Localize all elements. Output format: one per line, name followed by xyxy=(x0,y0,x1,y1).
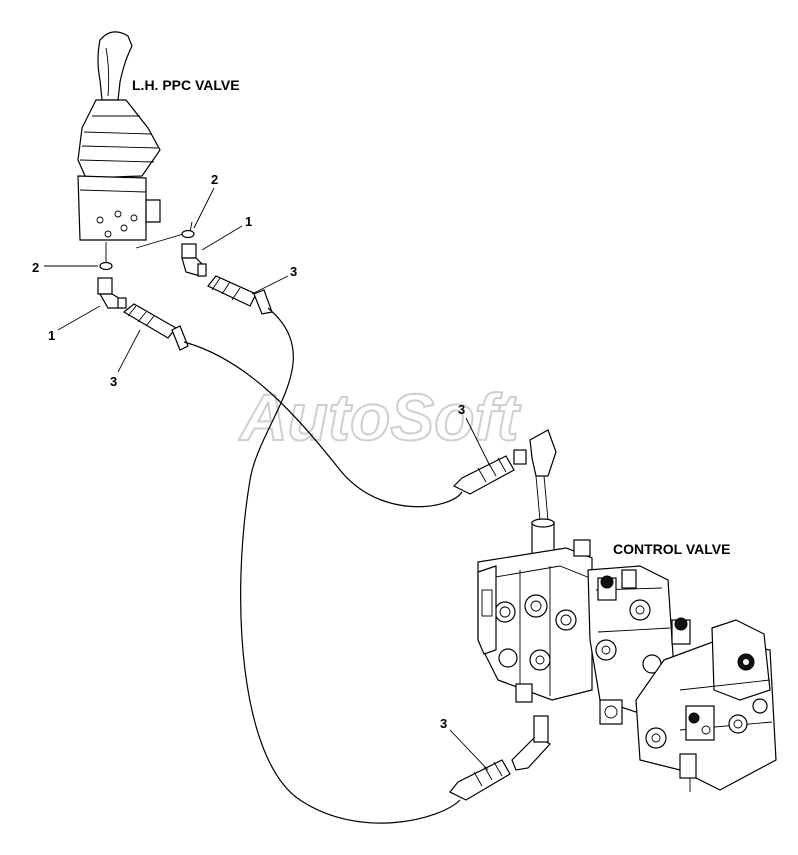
callout-3-upper: 3 xyxy=(251,264,297,295)
svg-text:2: 2 xyxy=(211,172,218,187)
svg-text:3: 3 xyxy=(290,264,297,279)
hose-a xyxy=(183,341,463,508)
o-ring-left xyxy=(99,261,113,271)
elbow-fitting-right xyxy=(181,243,207,277)
hose-fitting-right xyxy=(207,275,273,315)
hose-fitting-left xyxy=(122,303,189,351)
callout-2-left: 2 xyxy=(32,260,98,275)
watermark-text: AutoSoft xyxy=(238,380,522,454)
svg-text:1: 1 xyxy=(48,328,55,343)
hose-b xyxy=(240,307,461,824)
callout-3-middle: 3 xyxy=(458,402,491,467)
ppc-valve-label: L.H. PPC VALVE xyxy=(132,77,240,93)
svg-text:3: 3 xyxy=(458,402,465,417)
callout-1-upper: 1 xyxy=(201,214,252,251)
svg-text:1: 1 xyxy=(245,214,252,229)
svg-text:2: 2 xyxy=(32,260,39,275)
callout-3-left: 3 xyxy=(110,329,141,389)
control-valve-block xyxy=(477,518,777,792)
svg-text:3: 3 xyxy=(110,374,117,389)
ppc-valve-joystick xyxy=(77,31,161,241)
hose-fitting-upper xyxy=(452,429,557,521)
control-valve-label: CONTROL VALVE xyxy=(613,541,730,557)
elbow-fitting-left xyxy=(97,277,127,309)
callout-1-left: 1 xyxy=(48,305,101,343)
svg-text:3: 3 xyxy=(440,716,447,731)
callout-3-lower: 3 xyxy=(440,716,489,771)
o-ring-right xyxy=(181,229,195,239)
hose-fitting-lower xyxy=(449,715,551,801)
callout-2-upper: 2 xyxy=(193,172,218,229)
